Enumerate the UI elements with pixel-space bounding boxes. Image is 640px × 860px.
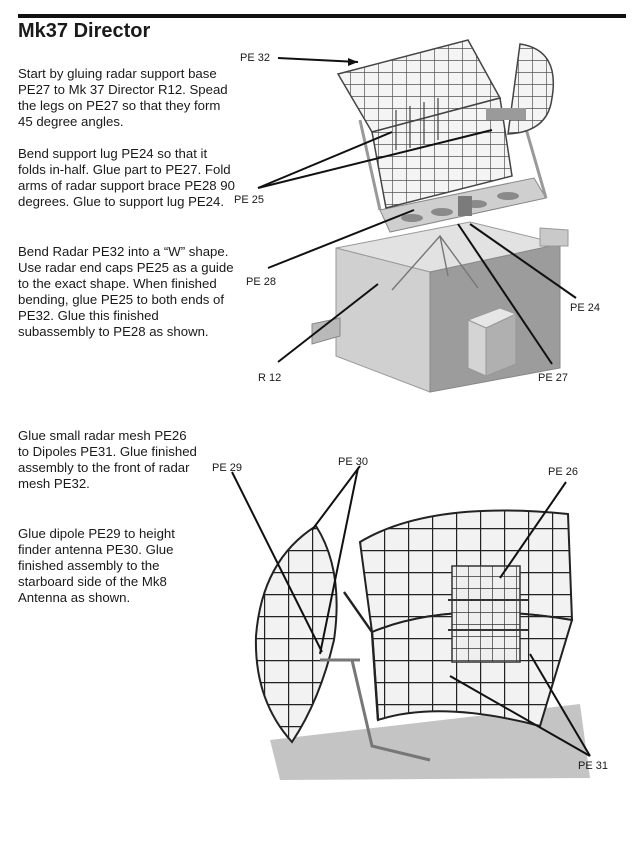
- director-assembly-illustration: [257, 39, 577, 393]
- figure2-leader-lines: [231, 465, 591, 757]
- director-box-r12: [311, 221, 569, 393]
- radar-mesh-pe32: [336, 39, 513, 209]
- figure1-leader-lines: [257, 57, 577, 365]
- label-r12: R 12: [258, 372, 282, 384]
- label-pe30: PE 30: [338, 456, 368, 468]
- label-pe26: PE 26: [548, 466, 578, 478]
- support-brace-pe28: [358, 107, 548, 233]
- label-pe24: PE 24: [570, 302, 600, 314]
- instruction-paragraph-3: Bend Radar PE32 into a “W” shape. Use ra…: [18, 244, 234, 339]
- instruction-paragraph-4: Glue small radar mesh PE26 to Dipoles PE…: [18, 428, 197, 491]
- page-title: Mk37 Director: [18, 20, 151, 42]
- label-pe32: PE 32: [240, 52, 270, 64]
- support-posts: [320, 658, 431, 762]
- height-finder-antenna-pe30: [254, 524, 338, 744]
- label-pe27: PE 27: [538, 372, 568, 384]
- label-pe28: PE 28: [246, 276, 276, 288]
- support-base-pe27: [391, 234, 479, 291]
- label-pe29: PE 29: [212, 462, 242, 474]
- label-pe25: PE 25: [234, 194, 264, 206]
- instruction-paragraph-5: Glue dipole PE29 to height finder antenn…: [18, 526, 175, 605]
- small-radar-mesh-pe26: [448, 565, 528, 663]
- instruction-paragraph-2: Bend support lug PE24 so that it folds i…: [18, 146, 235, 209]
- top-rule: [18, 14, 626, 18]
- instruction-paragraph-1: Start by gluing radar support base PE27 …: [18, 66, 228, 129]
- label-pe31: PE 31: [578, 760, 608, 772]
- radar-end-cap-pe25: [486, 43, 554, 135]
- base-shadow: [270, 704, 590, 780]
